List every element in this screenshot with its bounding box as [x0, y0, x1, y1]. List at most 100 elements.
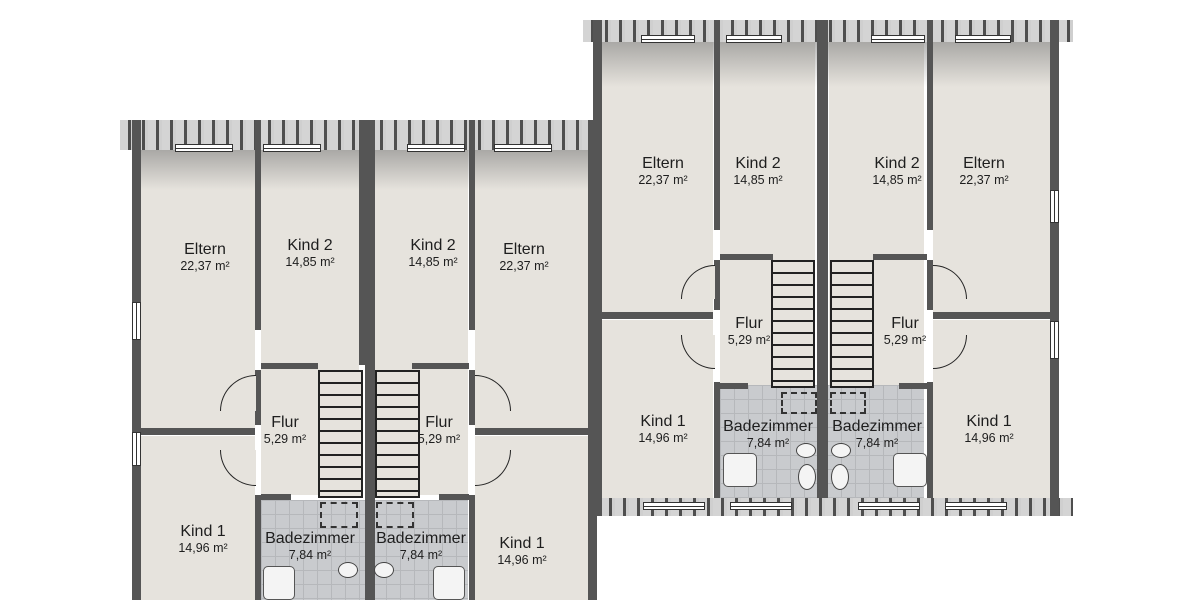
staircase [830, 260, 874, 388]
window [494, 144, 552, 152]
room-name: Badezimmer [376, 530, 466, 547]
wall [927, 20, 933, 230]
room-name: Kind 2 [287, 237, 333, 254]
shower-tray [263, 566, 295, 600]
shower-tray [893, 453, 927, 487]
window [132, 432, 141, 466]
room-name: Kind 2 [874, 155, 920, 172]
room-eltern-right-a [601, 42, 713, 312]
room-name: Kind 1 [499, 535, 545, 552]
wall [720, 383, 748, 389]
room-name: Badezimmer [832, 418, 922, 435]
room-name: Badezimmer [723, 418, 813, 435]
room-area: 14,96 m² [497, 553, 547, 567]
toilet [831, 443, 851, 458]
window [175, 144, 233, 152]
room-name: Flur [735, 315, 763, 332]
stair-outline-dashed [320, 502, 358, 528]
room-area: 5,29 m² [417, 432, 461, 446]
toilet [796, 443, 816, 458]
window [730, 502, 792, 510]
window [726, 35, 782, 43]
room-eltern-right-b [933, 42, 1050, 312]
room-area: 14,96 m² [638, 431, 688, 445]
toilet [338, 562, 358, 578]
room-name: Eltern [184, 241, 226, 258]
wall [365, 120, 375, 600]
wall [261, 494, 291, 500]
room-area: 14,85 m² [285, 255, 335, 269]
room-area: 14,85 m² [872, 173, 922, 187]
window [132, 302, 141, 340]
window [643, 502, 705, 510]
stair-outline-dashed [781, 392, 817, 414]
room-area: 22,37 m² [499, 259, 549, 273]
room-area: 7,84 m² [746, 436, 790, 450]
wall [927, 382, 933, 498]
room-name: Eltern [503, 241, 545, 258]
wall [469, 370, 475, 425]
room-name: Eltern [642, 155, 684, 172]
room-area: 7,84 m² [288, 548, 332, 562]
room-name: Kind 2 [735, 155, 781, 172]
window [871, 35, 925, 43]
room-area: 5,29 m² [727, 333, 771, 347]
room-name: Flur [271, 414, 299, 431]
window [955, 35, 1011, 43]
wall [132, 120, 141, 600]
room-name: Flur [891, 315, 919, 332]
room-name: Kind 1 [966, 413, 1012, 430]
wall [469, 495, 475, 600]
room-area: 14,85 m² [733, 173, 783, 187]
stair-outline-dashed [830, 392, 866, 414]
roof-top-right [583, 20, 1073, 42]
wall [255, 495, 261, 600]
wall [588, 120, 597, 600]
room-area: 14,85 m² [408, 255, 458, 269]
wall [359, 120, 365, 365]
room-name: Flur [425, 414, 453, 431]
wall [593, 20, 602, 516]
room-name: Eltern [963, 155, 1005, 172]
wall [255, 120, 261, 330]
wall [601, 312, 713, 319]
window [641, 35, 695, 43]
wall [261, 363, 318, 369]
room-area: 22,37 m² [959, 173, 1009, 187]
wall [412, 363, 469, 369]
room-name: Kind 1 [180, 523, 226, 540]
window [263, 144, 321, 152]
staircase [318, 370, 363, 498]
washbasin [831, 464, 849, 490]
wall [255, 370, 261, 425]
wall [720, 254, 773, 260]
wall [899, 383, 927, 389]
wall [714, 20, 720, 230]
wall [1050, 20, 1059, 516]
washbasin [798, 464, 816, 490]
wall [817, 20, 828, 498]
wall [927, 260, 933, 310]
shower-tray [433, 566, 465, 600]
room-area: 22,37 m² [638, 173, 688, 187]
shower-tray [723, 453, 757, 487]
wall [475, 428, 588, 435]
wall [714, 382, 720, 498]
window [1050, 321, 1059, 359]
room-area: 5,29 m² [883, 333, 927, 347]
